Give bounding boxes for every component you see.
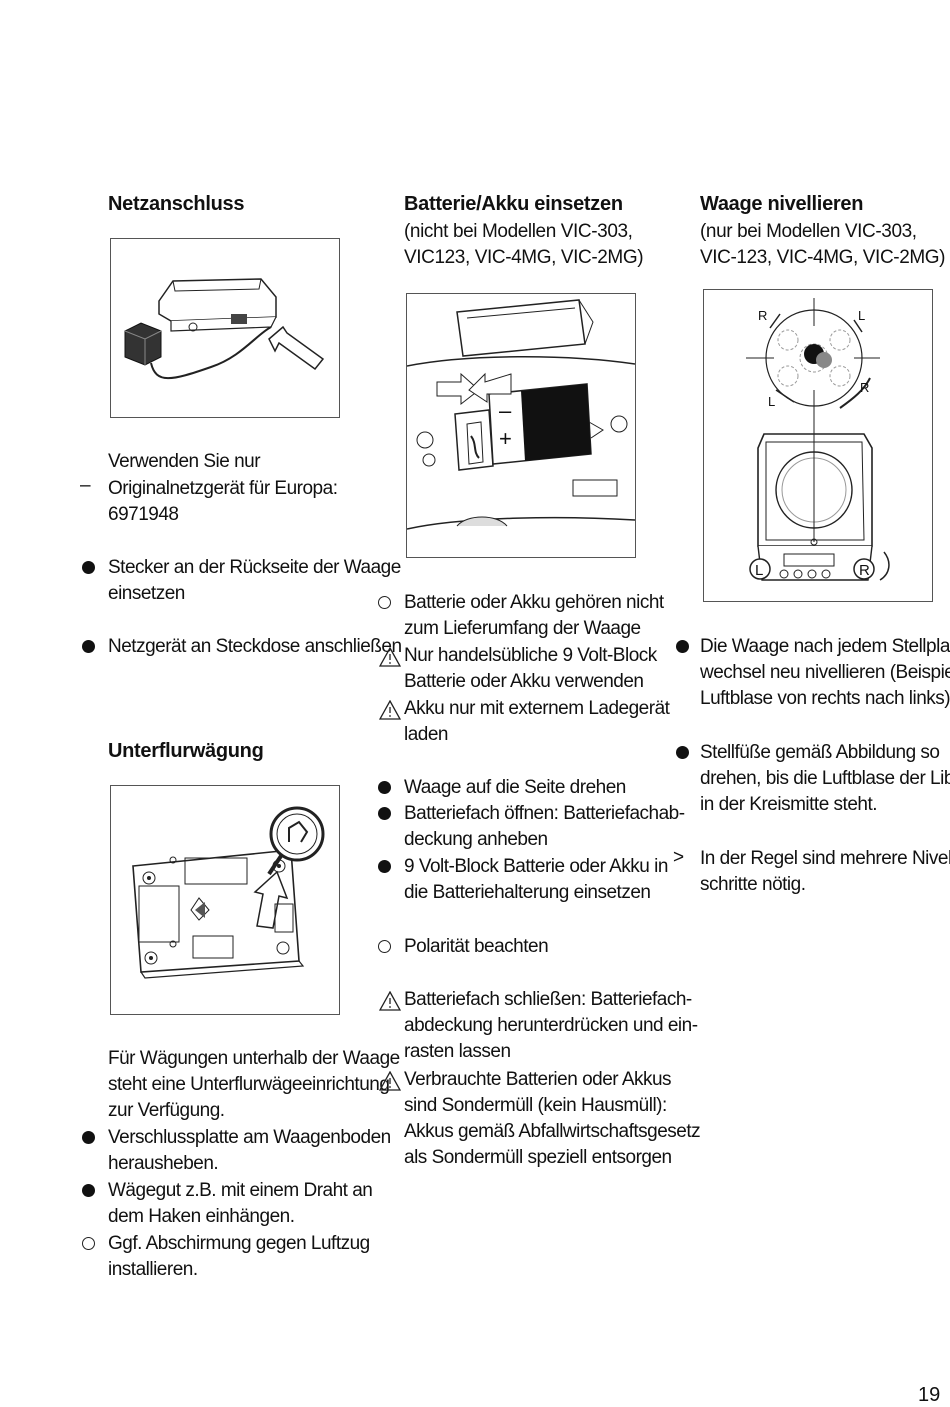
warning-text: Batterie oder Akku verwenden — [404, 671, 644, 692]
subheading-line: (nicht bei Modellen VIC-303, — [404, 221, 633, 242]
heading-batterie: Batterie/Akku einsetzen — [404, 193, 623, 215]
bullet-text: Batterie oder Akku gehören nicht — [404, 592, 664, 613]
note-text: In der Regel sind mehrere Nivellier- — [700, 848, 950, 869]
page-number: 19 — [918, 1384, 941, 1406]
bullet-text: Stellfüße gemäß Abbildung so — [700, 742, 940, 763]
heading-nivellieren: Waage nivellieren — [700, 193, 864, 215]
note-arrow-marker: > — [673, 847, 685, 868]
para-line: zur Verfügung. — [108, 1100, 225, 1121]
battery-illustration: – + — [406, 299, 636, 530]
heading-unterflurwaegung: Unterflurwägung — [108, 740, 264, 762]
bullet-text: 9 Volt-Block Batterie oder Akku in — [404, 856, 668, 877]
warning-triangle-icon — [379, 647, 401, 667]
bullet-text: die Batteriehalterung einsetzen — [404, 882, 651, 903]
filled-bullet-icon — [378, 807, 391, 820]
open-bullet-icon — [82, 1237, 95, 1250]
bullet-text: wechsel neu nivellieren (Beispiel: — [700, 662, 950, 683]
bullet-text: einsetzen — [108, 583, 185, 604]
filled-bullet-icon — [676, 746, 689, 759]
bullet-text: installieren. — [108, 1259, 198, 1280]
para-line: Für Wägungen unterhalb der Waage — [108, 1048, 400, 1069]
figure-underfloor-weighing — [110, 785, 340, 1015]
leveling-illustration: R L L R L R — [746, 298, 890, 581]
bullet-text: herausheben. — [108, 1153, 219, 1174]
filled-bullet-icon — [676, 640, 689, 653]
warning-text: Batteriefach schließen: Batteriefach- — [404, 989, 692, 1010]
filled-bullet-icon — [378, 781, 391, 794]
note-text: schritte nötig. — [700, 874, 806, 895]
bullet-text: Stecker an der Rückseite der Waage — [108, 557, 401, 578]
para-line: Verwenden Sie nur — [108, 451, 261, 472]
battery-plus-label: + — [499, 426, 512, 451]
open-bullet-icon — [378, 940, 391, 953]
battery-minus-label: – — [499, 398, 512, 423]
figure-leveling: R L L R L R — [703, 289, 933, 602]
open-bullet-icon — [378, 596, 391, 609]
bullet-text: Wägegut z.B. mit einem Draht an — [108, 1180, 373, 1201]
dash-marker: – — [80, 475, 91, 496]
warning-triangle-icon — [379, 1071, 401, 1091]
bullet-text: Die Waage nach jedem Stellplatz- — [700, 636, 950, 657]
filled-bullet-icon — [82, 1131, 95, 1144]
bullet-text: Luftblase von rechts nach links). — [700, 688, 950, 709]
subheading-line: VIC123, VIC-4MG, VIC-2MG) — [404, 247, 644, 268]
warning-text: rasten lassen — [404, 1041, 511, 1062]
warning-text: Akku nur mit externem Ladegerät — [404, 698, 670, 719]
figure-battery-insert: – + — [406, 293, 636, 558]
bullet-text: zum Lieferumfang der Waage — [404, 618, 641, 639]
bullet-text: Netzgerät an Steckdose anschließen — [108, 636, 402, 657]
bullet-text: in der Kreismitte steht. — [700, 794, 878, 815]
warning-triangle-icon — [379, 700, 401, 720]
warning-text: sind Sondermüll (kein Hausmüll): — [404, 1095, 667, 1116]
power-adapter-illustration — [124, 278, 325, 380]
foot-l-label: L — [755, 562, 763, 579]
foot-r-label: R — [859, 562, 870, 579]
warning-triangle-icon — [379, 991, 401, 1011]
para-line: Originalnetzgerät für Europa: — [108, 478, 338, 499]
leveling-r-label: R — [758, 308, 767, 323]
subheading-line: VIC-123, VIC-4MG, VIC-2MG) — [700, 247, 946, 268]
bullet-text: Polarität beachten — [404, 936, 549, 957]
bullet-text: Batteriefach öffnen: Batteriefachab- — [404, 803, 685, 824]
figure-power-adapter — [110, 238, 340, 418]
underfloor-illustration — [132, 806, 325, 979]
para-line: steht eine Unterflurwägeeinrichtung — [108, 1074, 390, 1095]
bullet-text: dem Haken einhängen. — [108, 1206, 295, 1227]
bullet-text: Waage auf die Seite drehen — [404, 777, 626, 798]
bullet-text: drehen, bis die Luftblase der Libelle — [700, 768, 950, 789]
filled-bullet-icon — [82, 640, 95, 653]
filled-bullet-icon — [378, 860, 391, 873]
bullet-text: Verschlussplatte am Waagenboden — [108, 1127, 391, 1148]
leveling-r-label: R — [860, 380, 869, 395]
warning-text: Akkus gemäß Abfallwirtschaftsgesetz — [404, 1121, 701, 1142]
warning-text: abdeckung herunterdrücken und ein- — [404, 1015, 698, 1036]
bullet-text: Ggf. Abschirmung gegen Luftzug — [108, 1233, 370, 1254]
warning-text: als Sondermüll speziell entsorgen — [404, 1147, 672, 1168]
para-line: 6971948 — [108, 504, 179, 525]
warning-text: Verbrauchte Batterien oder Akkus — [404, 1069, 672, 1090]
subheading-line: (nur bei Modellen VIC-303, — [700, 221, 917, 242]
leveling-l-label: L — [768, 394, 775, 409]
bullet-text: deckung anheben — [404, 829, 548, 850]
leveling-l-label: L — [858, 308, 865, 323]
warning-text: laden — [404, 724, 449, 745]
warning-text: Nur handelsübliche 9 Volt-Block — [404, 645, 657, 666]
filled-bullet-icon — [82, 561, 95, 574]
filled-bullet-icon — [82, 1184, 95, 1197]
heading-netzanschluss: Netzanschluss — [108, 193, 245, 215]
